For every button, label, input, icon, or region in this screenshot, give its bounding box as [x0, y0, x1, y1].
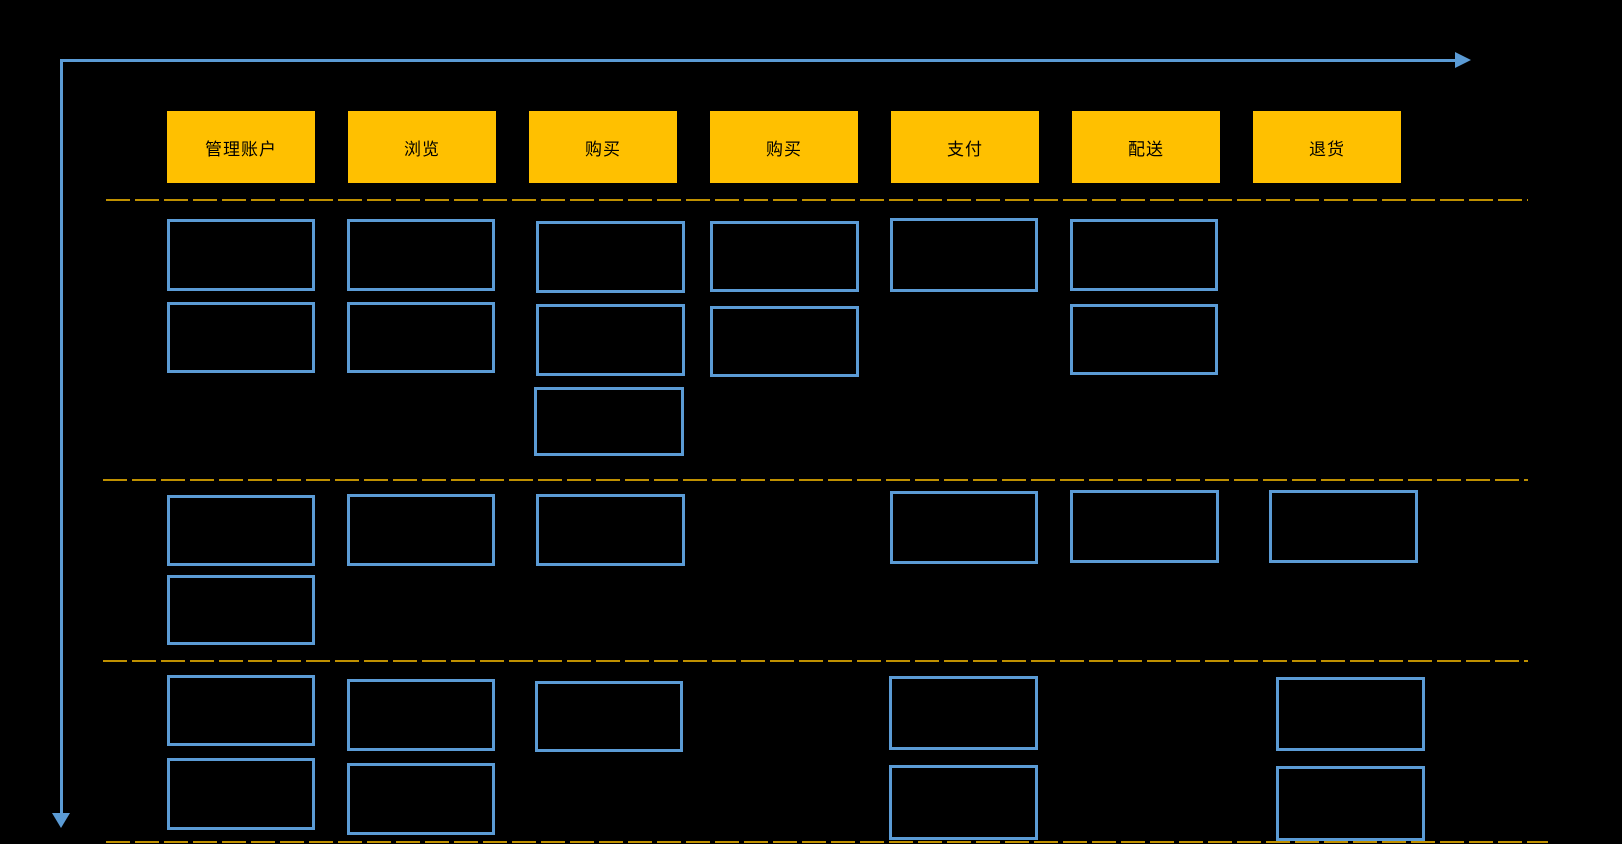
story-card: [889, 765, 1038, 840]
story-card: [347, 219, 495, 291]
story-card: [167, 495, 315, 566]
story-card: [710, 221, 859, 292]
story-card: [1070, 219, 1218, 291]
section-divider-1: [106, 199, 1528, 201]
activity-header-purchase-1: 购买: [529, 111, 677, 183]
story-card: [536, 221, 685, 293]
story-card: [347, 679, 495, 751]
story-card: [167, 675, 315, 746]
story-card: [1269, 490, 1418, 563]
story-card: [710, 306, 859, 377]
activity-header-purchase-2: 购买: [710, 111, 858, 183]
story-card: [889, 676, 1038, 750]
story-card: [167, 575, 315, 645]
section-divider-3: [103, 660, 1528, 662]
story-card: [167, 302, 315, 373]
story-card: [347, 494, 495, 566]
arrowhead-right-icon: [1455, 52, 1471, 68]
story-card: [890, 491, 1038, 564]
story-card: [890, 218, 1038, 292]
section-divider-4: [106, 841, 1548, 843]
story-card: [1276, 766, 1425, 841]
activity-header-browse: 浏览: [348, 111, 496, 183]
arrowhead-down-icon: [52, 813, 70, 828]
story-card: [1070, 490, 1219, 563]
story-card: [534, 387, 684, 456]
activity-header-delivery: 配送: [1072, 111, 1220, 183]
activity-header-payment: 支付: [891, 111, 1039, 183]
story-card: [1276, 677, 1425, 751]
section-divider-2: [103, 479, 1528, 481]
story-card: [535, 681, 683, 752]
activity-header-returns: 退货: [1253, 111, 1401, 183]
story-card: [347, 763, 495, 835]
story-card: [167, 758, 315, 830]
timeline-arrow-horizontal: [61, 59, 1456, 62]
activity-header-manage-account: 管理账户: [167, 111, 315, 183]
story-card: [167, 219, 315, 291]
priority-arrow-vertical: [60, 59, 63, 814]
story-card: [536, 494, 685, 566]
story-card: [347, 302, 495, 373]
story-card: [536, 304, 685, 376]
story-card: [1070, 304, 1218, 375]
